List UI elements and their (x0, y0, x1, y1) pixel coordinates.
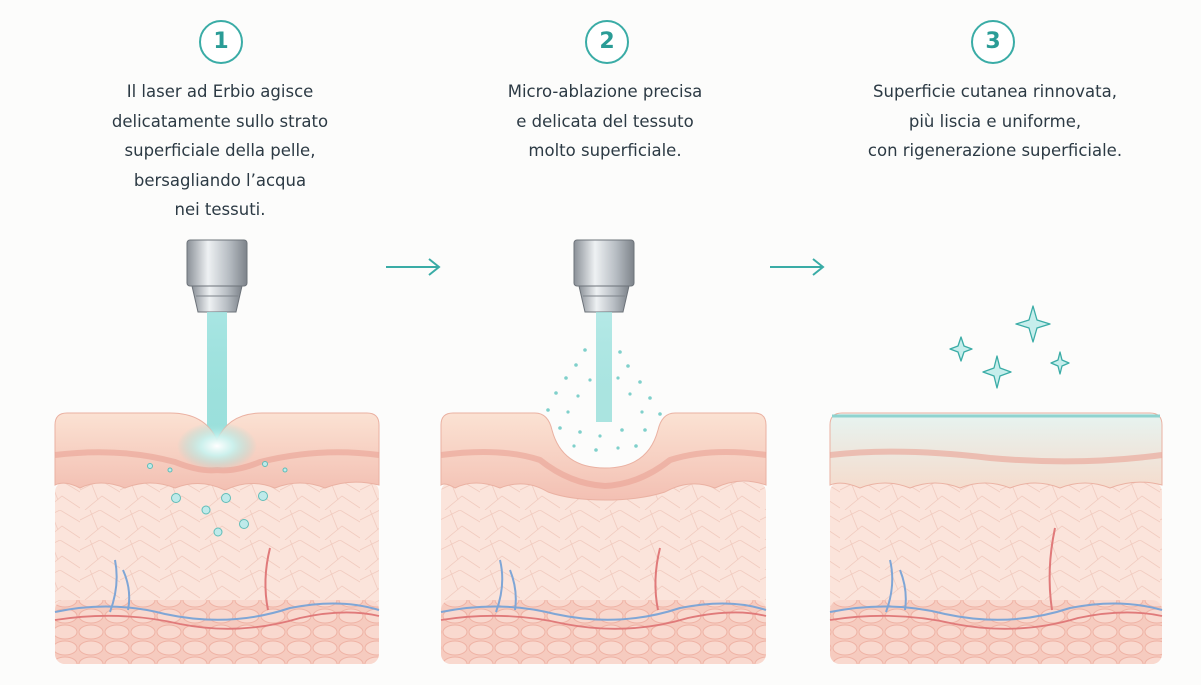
skin-block-ablated (440, 412, 767, 664)
sparkle-icon (949, 305, 1070, 389)
water-droplets (147, 461, 288, 537)
skin-block (54, 412, 380, 664)
arrow-right-icon (770, 258, 825, 276)
step-description: Il laser ad Erbio agisce delicatamente s… (111, 82, 329, 219)
step-number-badge: 3 (971, 20, 1015, 64)
step-description: Micro-ablazione precisa e delicata del t… (507, 82, 703, 160)
arrow-right-icon (386, 258, 441, 276)
step-description: Superficie cutanea rinnovata, più liscia… (867, 82, 1123, 160)
ablation-particles (546, 348, 662, 452)
laser-handpiece (573, 239, 635, 313)
skin-block-renewed (829, 412, 1163, 664)
laser-beam (207, 312, 227, 450)
laser-handpiece (186, 239, 248, 313)
step-number-badge: 2 (585, 20, 629, 64)
laser-impact-glow (177, 422, 257, 470)
laser-beam (596, 312, 612, 422)
step-number-badge: 1 (199, 20, 243, 64)
